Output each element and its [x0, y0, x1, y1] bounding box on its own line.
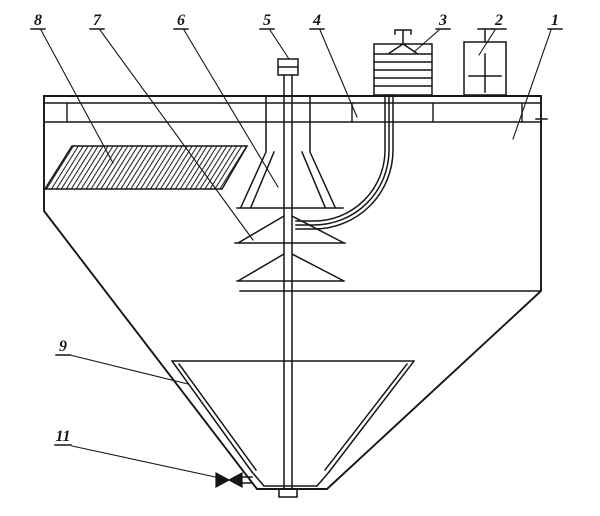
- auxiliary-unit: [463, 28, 507, 96]
- callout-label-1: 1: [551, 12, 559, 29]
- callout-label-2: 2: [494, 12, 503, 29]
- callout-underlines: [30, 28, 563, 446]
- shaft-foot: [278, 488, 298, 498]
- callout-label-7: 7: [93, 12, 102, 29]
- callout-label-9: 9: [59, 338, 67, 355]
- feed-pipe: [295, 94, 394, 230]
- bottom-outlet: [242, 470, 331, 488]
- inner-cone-liner: [170, 359, 416, 474]
- callout-label-5: 5: [263, 12, 271, 29]
- callout-leader-lines: [40, 29, 552, 479]
- callout-labels: 8 7 6 5 4 3 2 1 9 11: [34, 12, 559, 445]
- tank-outline: [43, 95, 542, 490]
- valve-left-wing: [215, 471, 231, 489]
- discharge-valve: [215, 471, 243, 489]
- feedwell: [240, 95, 336, 208]
- valve-right-wing: [227, 471, 243, 489]
- callout-label-8: 8: [34, 12, 42, 29]
- lamella-hatch-region: [43, 145, 249, 190]
- drive-unit: [373, 29, 433, 96]
- callout-label-4: 4: [312, 12, 321, 29]
- drawing-linework: [30, 28, 563, 498]
- shaft-cap: [277, 58, 299, 76]
- center-shaft: [283, 74, 293, 490]
- callout-label-6: 6: [177, 12, 185, 29]
- callout-label-3: 3: [438, 12, 447, 29]
- callout-label-11: 11: [55, 428, 70, 445]
